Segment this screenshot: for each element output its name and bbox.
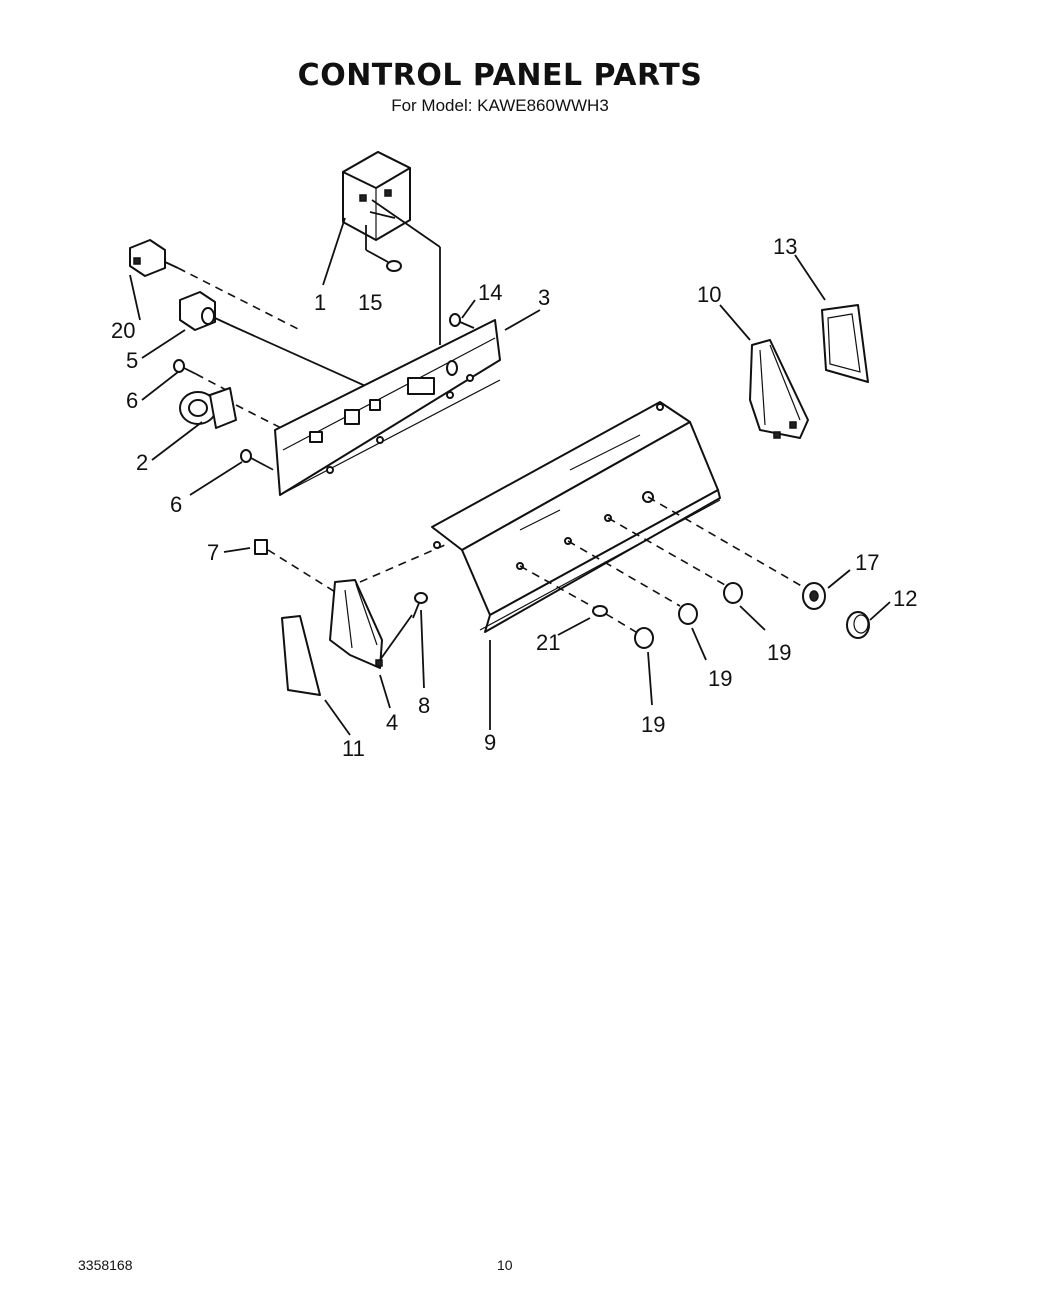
part-3-bracket: [274, 319, 501, 496]
callout-21: 21: [536, 630, 560, 655]
part-15-screw: [365, 225, 402, 272]
part-20-switch: [129, 239, 301, 331]
part-1-timer: [342, 151, 441, 345]
part-10-end-cap-right: [749, 339, 809, 439]
part-8-screw: [379, 592, 428, 661]
leader-lines: [129, 217, 891, 736]
part-4-end-cap-left: [329, 544, 446, 669]
callout-10: 10: [697, 282, 721, 307]
page-number: 10: [497, 1257, 513, 1273]
callout-19-b: 19: [708, 666, 732, 691]
part-13-overlay: [821, 304, 869, 383]
page-title: CONTROL PANEL PARTS: [297, 58, 703, 93]
callout-19-a: 19: [641, 712, 665, 737]
callout-12: 12: [893, 586, 917, 611]
model-subtitle: For Model: KAWE860WWH3: [391, 96, 609, 115]
callout-11: 11: [342, 736, 365, 761]
callout-6-lower: 6: [170, 492, 182, 517]
part-21-spring: [519, 565, 608, 617]
part-6-screw-upper: [173, 359, 231, 393]
part-17-washer: [647, 496, 826, 610]
part-19-knob-c: [607, 517, 743, 604]
part-9-console-panel: [431, 401, 721, 633]
callout-19-c: 19: [767, 640, 791, 665]
callout-3: 3: [538, 285, 550, 310]
part-7-clip: [254, 539, 341, 596]
callout-7: 7: [207, 540, 219, 565]
callout-17: 17: [855, 550, 879, 575]
callout-9: 9: [484, 730, 496, 755]
callout-14: 14: [478, 280, 502, 305]
callout-2: 2: [136, 450, 148, 475]
callout-6-upper: 6: [126, 388, 138, 413]
callout-20: 20: [111, 318, 135, 343]
callout-15: 15: [358, 290, 382, 315]
part-19-knob-a: [605, 613, 654, 649]
part-5-selector-switch: [179, 291, 371, 389]
callout-4: 4: [386, 710, 398, 735]
callout-1: 1: [314, 290, 326, 315]
part-12-knob: [846, 611, 870, 639]
part-2-pressure-switch: [179, 387, 286, 431]
callout-5: 5: [126, 348, 138, 373]
part-11-overlay: [281, 615, 321, 696]
part-19-knob-b: [567, 540, 698, 625]
callout-8: 8: [418, 693, 430, 718]
document-number: 3358168: [78, 1257, 133, 1273]
callout-13: 13: [773, 234, 797, 259]
part-14-screw: [449, 313, 475, 329]
